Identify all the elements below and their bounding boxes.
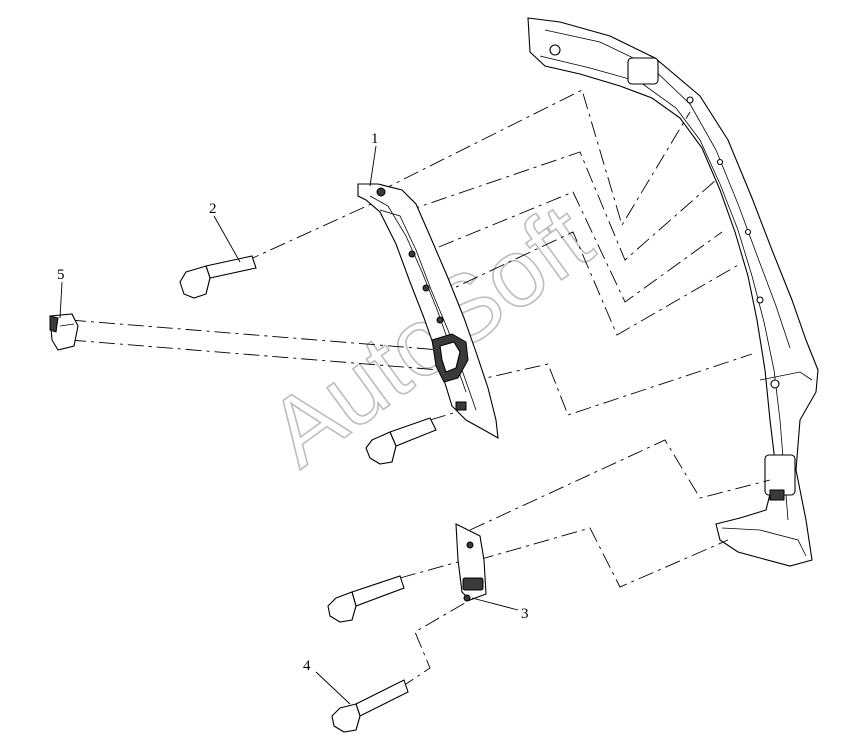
callout-leaders	[59, 145, 519, 705]
callout-label-1: 1	[371, 131, 379, 147]
callout-label-2: 2	[209, 201, 217, 217]
callout-label-4: 4	[303, 658, 311, 674]
lower-trim-part-3	[455, 523, 487, 602]
callout-label-3: 3	[521, 606, 529, 622]
body-side-pillar-panel	[527, 17, 819, 567]
bolt-lower	[327, 575, 405, 623]
bolt-part-2	[179, 255, 257, 299]
assembly-guide-lines	[69, 89, 771, 689]
bolt-middle	[365, 417, 437, 465]
bolt-part-4	[331, 679, 409, 733]
pillar-trim-panel-part-1	[357, 183, 499, 440]
callout-label-5: 5	[57, 267, 65, 283]
clip-part-5	[49, 313, 79, 351]
